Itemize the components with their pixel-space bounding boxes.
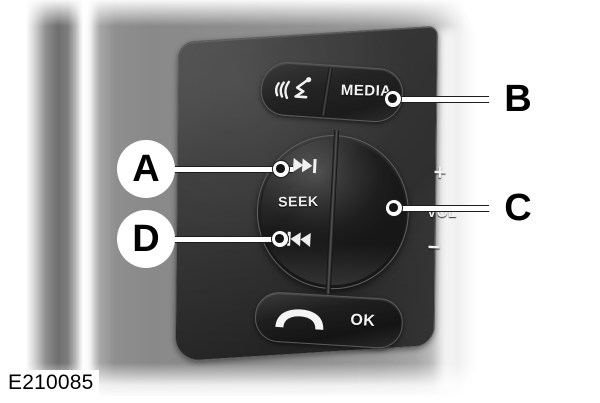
phone-handset-icon[interactable]	[273, 307, 326, 332]
callout-a: A	[117, 140, 175, 198]
previous-track-icon[interactable]	[286, 230, 317, 250]
callout-c: C	[489, 179, 547, 237]
next-track-icon[interactable]	[292, 156, 323, 176]
leader-dot-c	[385, 199, 403, 217]
right-white-fade	[540, 0, 600, 403]
figure-id-label: E210085	[6, 370, 100, 397]
left-highlight-band	[78, 0, 94, 403]
seek-label: SEEK	[278, 192, 319, 210]
volume-down-label[interactable]: −	[427, 234, 442, 260]
callout-b-label: B	[504, 78, 532, 120]
leader-dot-b	[384, 90, 402, 108]
callout-a-label: A	[132, 148, 160, 190]
leader-line-c	[391, 205, 501, 212]
callout-c-label: C	[504, 187, 532, 229]
leader-line-b	[390, 96, 500, 103]
leader-line-a	[173, 166, 293, 173]
leader-dot-d	[271, 230, 289, 248]
ok-button-label[interactable]: OK	[349, 311, 376, 330]
seek-button-half[interactable]: SEEK	[254, 132, 337, 288]
voice-control-icon[interactable]	[272, 72, 324, 107]
top-white-fade	[0, 0, 600, 26]
callout-b: B	[489, 70, 547, 128]
callout-d-label: D	[132, 218, 160, 260]
top-rocker-switch: MEDIA	[257, 60, 406, 124]
callout-d: D	[117, 210, 175, 268]
steering-wheel-control-panel: MEDIA SEEK	[174, 25, 457, 363]
bottom-white-fade	[0, 363, 600, 403]
leader-line-d	[173, 236, 289, 243]
leader-dot-a	[272, 160, 290, 178]
phone-ok-rocker: OK	[253, 290, 405, 350]
volume-up-label[interactable]: +	[432, 159, 448, 185]
panel-controls-layer: MEDIA SEEK	[179, 43, 457, 361]
